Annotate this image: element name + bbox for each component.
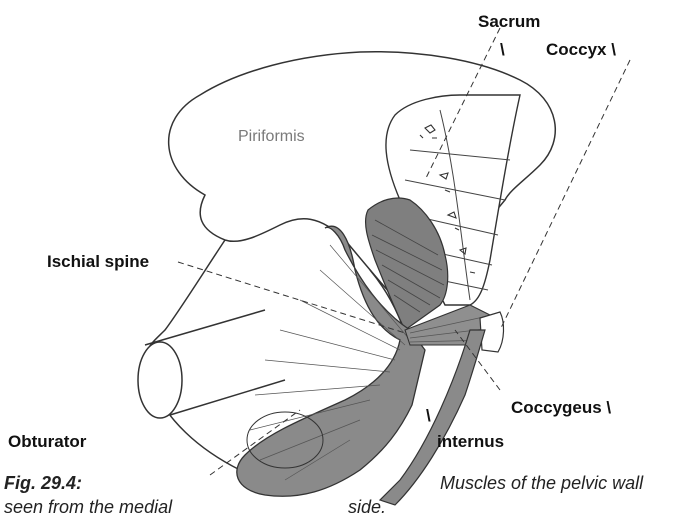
caption-text-right-line2: side. — [348, 497, 386, 518]
label-piriformis: Piriformis — [238, 128, 305, 146]
shaft-end — [138, 342, 182, 418]
label-sacrum-backslash: \ — [500, 40, 505, 60]
label-obturator: Obturator — [8, 432, 86, 452]
label-coccygeus: Coccygeus \ — [511, 398, 611, 418]
caption-text-left-line2: seen from the medial — [4, 497, 172, 518]
label-coccyx: Coccyx \ — [546, 40, 616, 60]
caption-figure-number: Fig. 29.4: — [4, 473, 82, 494]
caption-text-right: Muscles of the pelvic wall — [440, 473, 643, 494]
label-internus-backslash: \ — [426, 406, 431, 426]
label-sacrum: Sacrum — [478, 12, 540, 32]
label-ischial-spine: Ischial spine — [47, 252, 149, 272]
label-internus: internus — [437, 432, 504, 452]
